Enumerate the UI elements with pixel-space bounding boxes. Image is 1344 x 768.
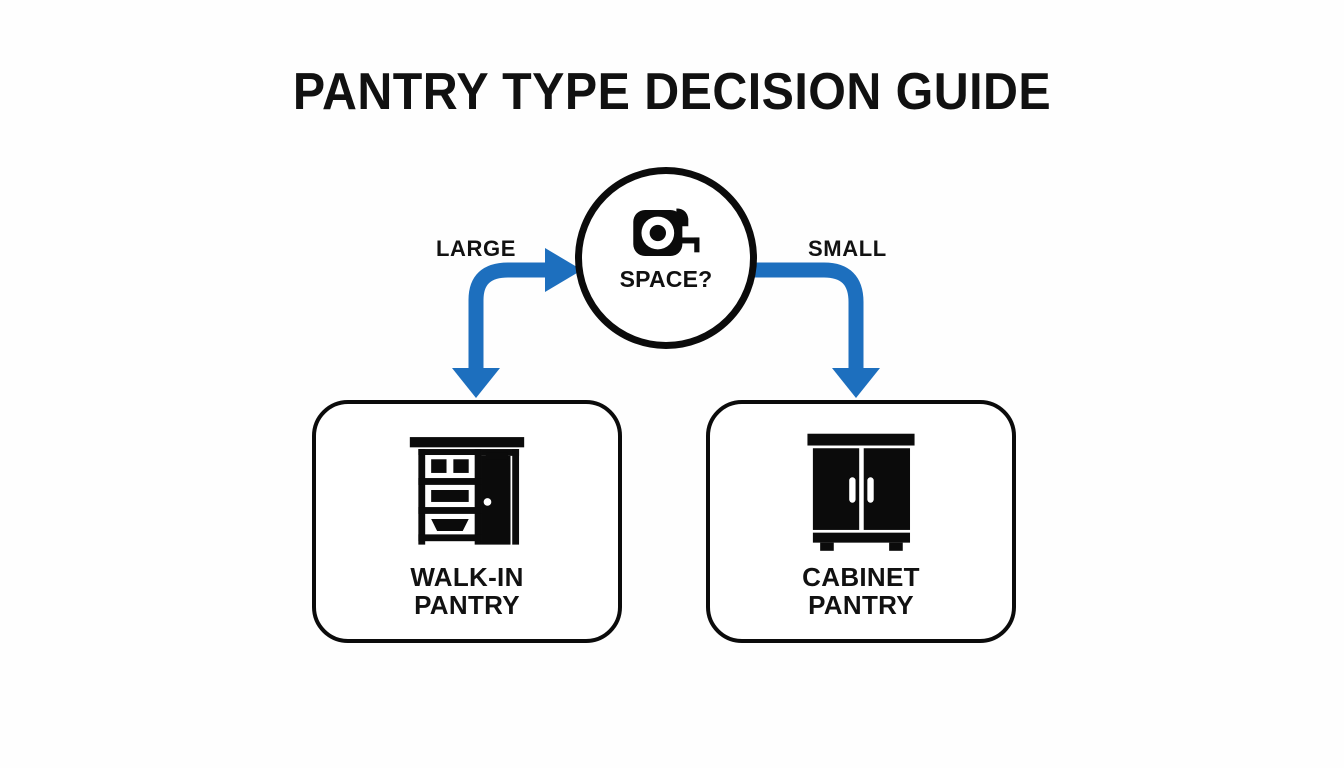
arrow-large-branch: [452, 248, 582, 398]
outcome-label-line2: PANTRY: [808, 589, 914, 620]
outcome-label-line2: PANTRY: [414, 589, 520, 620]
outcome-card-label-cabinet: CABINET PANTRY: [802, 562, 920, 620]
branch-label-large: LARGE: [436, 236, 516, 261]
decision-node-label: SPACE?: [619, 266, 713, 292]
outcome-label-line1: WALK-IN: [410, 562, 524, 592]
walk-in-pantry-icon: [409, 437, 525, 545]
page-title: PANTRY TYPE DECISION GUIDE: [292, 63, 1052, 121]
arrow-small-branch: [754, 262, 880, 398]
outcome-card-cabinet-pantry[interactable]: CABINET PANTRY: [706, 400, 1016, 643]
outcome-label-line1: CABINET: [802, 562, 920, 592]
decision-node-space[interactable]: SPACE?: [575, 167, 757, 349]
outcome-card-walk-in-pantry[interactable]: WALK-IN PANTRY: [312, 400, 622, 643]
tape-measure-icon: [633, 208, 700, 257]
cabinet-pantry-icon: [807, 433, 915, 551]
outcome-card-label-walk-in: WALK-IN PANTRY: [410, 562, 524, 620]
branch-label-small: SMALL: [808, 236, 887, 261]
